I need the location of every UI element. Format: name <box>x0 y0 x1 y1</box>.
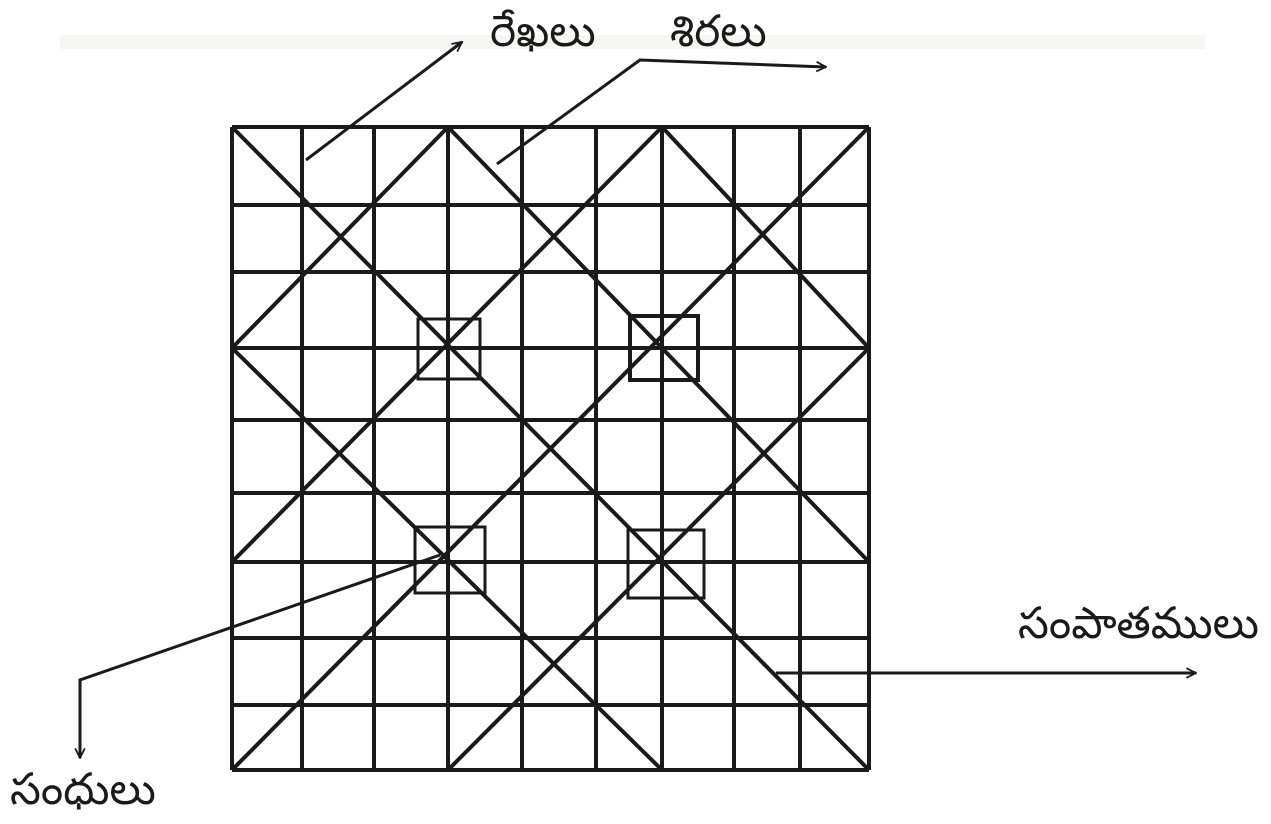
joint-box <box>626 528 706 600</box>
joints-arrow <box>80 553 441 758</box>
joint-box <box>628 314 700 382</box>
joint-box <box>416 317 482 381</box>
joint-box <box>413 525 487 595</box>
vertices-label: శిరలు <box>670 6 767 57</box>
joint-boxes <box>413 314 706 600</box>
vertices-arrow <box>496 58 826 166</box>
grid-lines <box>230 125 871 772</box>
top-band <box>60 35 1205 49</box>
callout-arrows <box>80 42 1196 758</box>
lines-label: రేఖలు <box>490 6 596 57</box>
diagonal-lines <box>230 125 871 772</box>
lines-arrow <box>305 42 462 162</box>
joints-label: సంధులు <box>10 764 156 815</box>
intersections-label: సంపాతములు <box>1018 598 1259 649</box>
